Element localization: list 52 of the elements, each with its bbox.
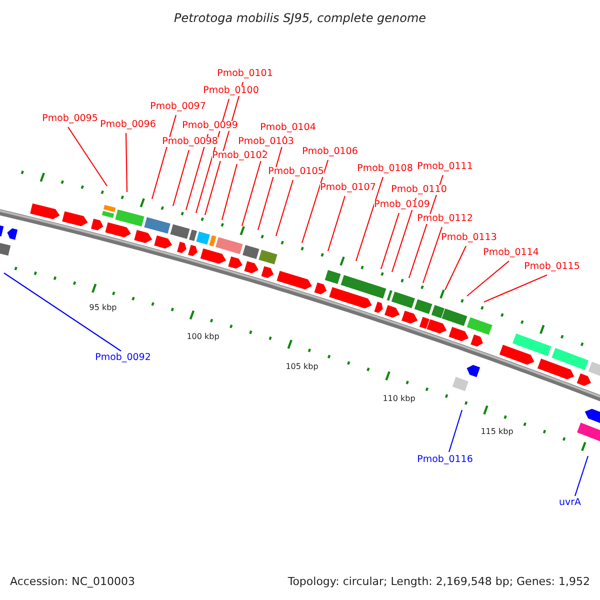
leader-line bbox=[448, 410, 463, 452]
leader-line bbox=[327, 196, 346, 252]
gene-label: Pmob_0099 bbox=[182, 121, 238, 131]
leader-line bbox=[444, 246, 466, 290]
scale-label: 95 kbp bbox=[89, 304, 117, 312]
leader-line bbox=[380, 212, 400, 270]
leader-line bbox=[422, 226, 443, 284]
leader-line bbox=[391, 198, 417, 272]
gene-label: Pmob_0096 bbox=[100, 120, 156, 130]
gene-label: Pmob_0116 bbox=[417, 455, 473, 465]
gene-label: Pmob_0100 bbox=[203, 86, 259, 96]
leader-line bbox=[221, 164, 238, 220]
gene-label: Pmob_0106 bbox=[302, 147, 358, 157]
leader-line bbox=[484, 274, 548, 302]
gene-label: Pmob_0095 bbox=[42, 114, 98, 124]
gene-label: Pmob_0113 bbox=[441, 233, 497, 243]
gene-label: Pmob_0109 bbox=[374, 200, 430, 210]
gene-label: Pmob_0111 bbox=[417, 162, 473, 172]
leader-line bbox=[185, 134, 209, 210]
leader-line bbox=[125, 133, 128, 192]
leader-line bbox=[4, 272, 122, 352]
leader-line bbox=[68, 126, 108, 186]
scale-label: 105 kbp bbox=[286, 363, 318, 371]
gene-label: Pmob_0104 bbox=[260, 123, 316, 133]
gene-label: Pmob_0114 bbox=[483, 248, 539, 258]
gene-label: Pmob_0108 bbox=[357, 164, 413, 174]
gene-label: Pmob_0092 bbox=[95, 353, 151, 363]
footer-text: Topology: circular; Length: 2,169,548 bp; Genes: 1,952 bbox=[288, 576, 590, 586]
gene-label: Pmob_0103 bbox=[238, 137, 294, 147]
gene-label: Pmob_0105 bbox=[268, 167, 324, 177]
scale-label: 115 kbp bbox=[480, 428, 514, 436]
footer-text: Accession: NC_010003 bbox=[10, 576, 136, 586]
gene-label: Pmob_0101 bbox=[217, 69, 273, 79]
title: Petrotoga mobilis SJ95, complete genome bbox=[174, 12, 426, 24]
leader-line bbox=[241, 150, 265, 226]
scale-label: 100 kbp bbox=[186, 333, 220, 341]
gene-label: Pmob_0098 bbox=[162, 137, 218, 147]
leader-line bbox=[574, 456, 589, 496]
gene-label: Pmob_0107 bbox=[320, 183, 376, 193]
leader-line bbox=[151, 114, 177, 200]
leader-line bbox=[172, 150, 190, 206]
gene-label: Pmob_0110 bbox=[391, 185, 447, 195]
leader-line bbox=[275, 180, 294, 236]
scale-label: 110 kbp bbox=[382, 395, 416, 403]
gene-label: Pmob_0097 bbox=[150, 102, 206, 112]
gene-label: Pmob_0112 bbox=[417, 214, 473, 224]
gene-label: uvrA bbox=[558, 498, 582, 508]
gene-label: Pmob_0102 bbox=[212, 151, 268, 161]
leader-line bbox=[466, 260, 510, 296]
leader-line bbox=[301, 160, 329, 244]
leader-line bbox=[355, 176, 384, 262]
gene-label: Pmob_0115 bbox=[524, 262, 580, 272]
